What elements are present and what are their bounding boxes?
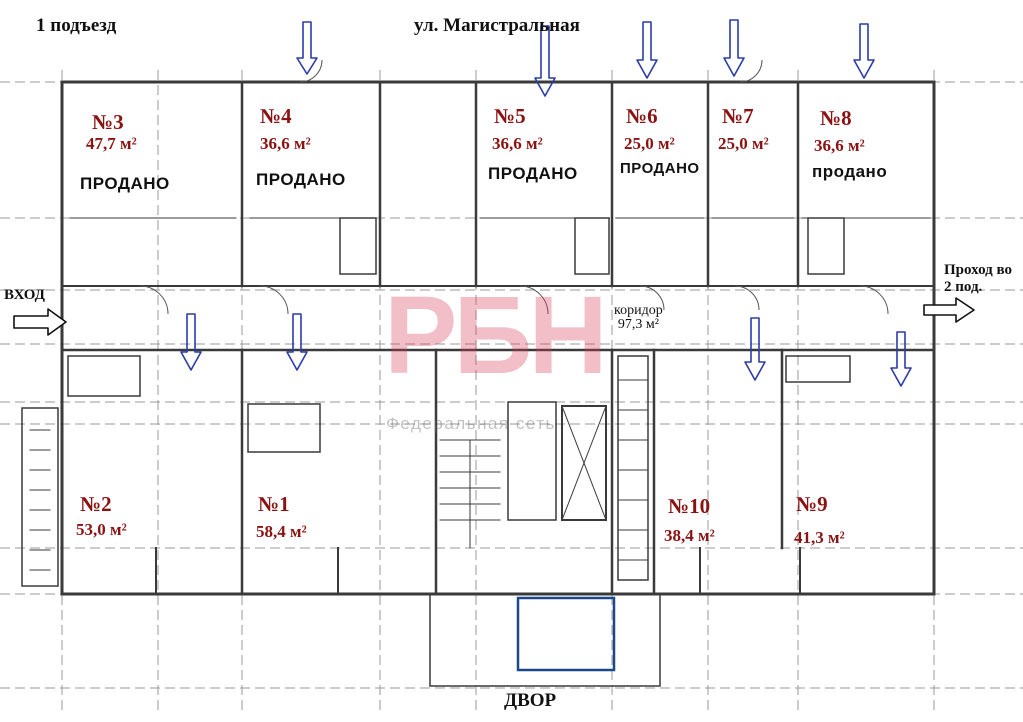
arrow-down-icon — [534, 25, 556, 97]
unit-number: №5 — [494, 104, 526, 128]
door-swings — [139, 59, 889, 315]
unit-status: ПРОДАНО — [256, 170, 346, 189]
unit-status: ПРОДАНО — [488, 164, 578, 183]
unit-number: №9 — [796, 492, 828, 516]
unit-area: 47,7 м² — [86, 134, 137, 153]
unit-number: №1 — [258, 492, 290, 516]
passage-text: Проход во 2 под. — [944, 262, 1012, 295]
walls — [21, 80, 936, 687]
unit-area: 41,3 м² — [794, 528, 845, 547]
arrow-right-icon — [13, 308, 67, 336]
corridor-name: коридор — [614, 303, 663, 318]
passage-label: Проход во 2 под. — [944, 262, 1022, 296]
unit-number: №7 — [722, 104, 754, 128]
unit-area: 36,6 м² — [260, 134, 311, 153]
arrow-down-icon — [286, 313, 308, 371]
arrow-down-icon — [890, 331, 912, 387]
unit-area: 53,0 м² — [76, 520, 127, 539]
unit-number: №10 — [668, 494, 711, 518]
side-arrows — [13, 297, 975, 336]
street-title: ул. Магистральная — [414, 15, 580, 36]
arrow-down-icon — [296, 21, 318, 75]
entrance-title: 1 подъезд — [36, 15, 117, 36]
unit-area: 58,4 м² — [256, 522, 307, 541]
unit-area: 36,6 м² — [492, 134, 543, 153]
yard-label: ДВОР — [504, 690, 557, 711]
unit-number: №8 — [820, 106, 852, 130]
unit-status: ПРОДАНО — [620, 160, 700, 177]
corridor-label: коридор 97,3 м² — [614, 304, 663, 332]
unit-number: №3 — [92, 110, 124, 134]
arrow-right-icon — [923, 297, 975, 323]
arrow-down-icon — [636, 21, 658, 79]
arrow-down-icon — [180, 313, 202, 371]
unit-status: ПРОДАНО — [80, 174, 170, 193]
corridor-area: 97,3 м² — [617, 317, 659, 332]
watermark-subtitle: Федеральная сеть — [386, 414, 556, 433]
unit-area: 25,0 м² — [624, 134, 675, 153]
arrow-down-icon — [744, 317, 766, 381]
unit-area: 38,4 м² — [664, 526, 715, 545]
unit-area: 25,0 м² — [718, 134, 769, 153]
watermark-logo: РБН — [384, 274, 608, 397]
unit-status: продано — [812, 162, 888, 181]
arrow-down-icon — [723, 19, 745, 77]
unit-area: 36,6 м² — [814, 136, 865, 155]
entrance-arrows — [180, 19, 912, 387]
unit-number: №2 — [80, 492, 112, 516]
unit-number: №4 — [260, 104, 292, 128]
entry-label: ВХОД — [4, 287, 45, 303]
unit-number: №6 — [626, 104, 658, 128]
arrow-down-icon — [853, 23, 875, 79]
